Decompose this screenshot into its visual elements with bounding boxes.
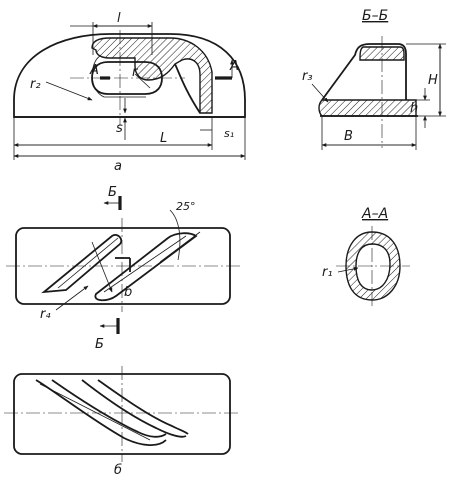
label-a-right: A — [229, 59, 239, 74]
view-b: б — [4, 366, 240, 478]
label-s1: s₁ — [224, 127, 234, 140]
section-bb-base-hatch — [318, 99, 417, 117]
leader-r3 — [311, 83, 329, 103]
label-s: s — [116, 121, 123, 136]
label-b-bottom: Б — [95, 337, 104, 352]
label-a-left: A — [89, 63, 99, 78]
section-bb: Б–Б H h B r₃ — [302, 8, 446, 150]
label-a: a — [114, 159, 122, 174]
view-a-outline — [13, 33, 246, 118]
leader-r4 — [55, 285, 89, 311]
label-r2: r₂ — [30, 77, 41, 92]
section-bb-body — [321, 43, 407, 101]
label-B: B — [344, 129, 353, 144]
plan-groove-left — [41, 234, 123, 294]
title-section-aa: А–А — [361, 206, 388, 222]
title-section-bb: Б–Б — [362, 8, 388, 24]
view-a: A A l r r₂ s L s₁ a — [13, 11, 246, 174]
view-a-hook — [174, 63, 201, 114]
section-aa-ring — [345, 231, 401, 301]
label-L: L — [160, 131, 167, 146]
label-angle: 25° — [176, 200, 196, 213]
leader-r1 — [337, 266, 359, 273]
angle-arc — [169, 209, 181, 261]
label-h: h — [410, 101, 418, 116]
label-r1: r₁ — [322, 265, 333, 280]
label-b: b — [124, 285, 132, 300]
leader-r2 — [45, 81, 93, 101]
view-b-groove-1 — [35, 379, 167, 446]
label-r3: r₃ — [302, 69, 313, 84]
view-a-section-hatch — [91, 37, 213, 114]
label-r: r — [132, 65, 139, 80]
plan-groove-right — [94, 232, 198, 302]
view-a-slot — [91, 61, 163, 95]
label-H: H — [428, 73, 438, 88]
view-a-slot-inner — [91, 55, 146, 98]
view-plan: Б Б 25° b r₄ — [6, 185, 240, 352]
label-l: l — [117, 11, 121, 26]
section-aa: А–А r₁ — [322, 206, 410, 306]
label-r4: r₄ — [40, 307, 51, 322]
view-b-groove-2 — [81, 379, 187, 438]
label-view-b: б — [114, 463, 122, 478]
label-b-top: Б — [108, 185, 117, 200]
